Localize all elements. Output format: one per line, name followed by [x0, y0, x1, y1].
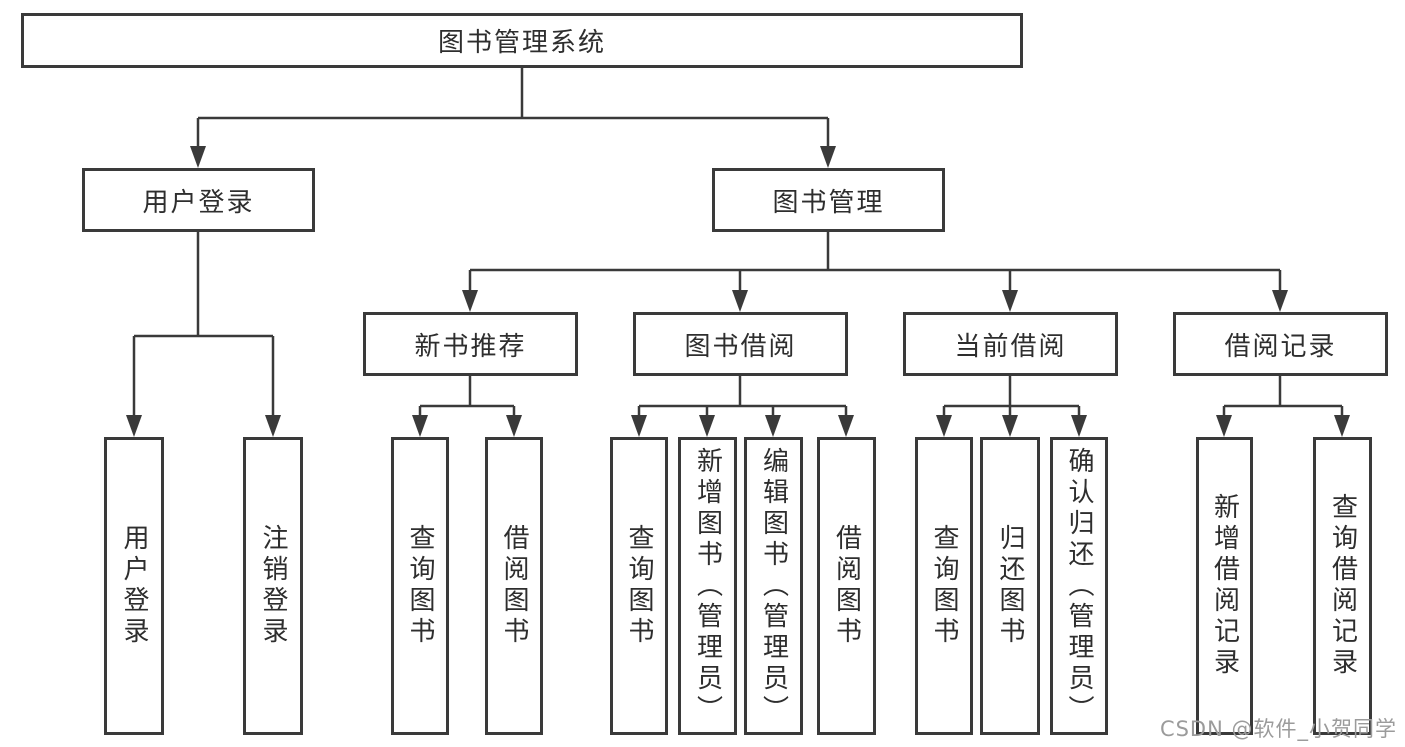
leaf-user-login: 用户登录: [104, 437, 164, 735]
csdn-watermark: CSDN @软件_小贺同学: [1159, 717, 1397, 741]
leaf-recommend-borrow-books: 借阅图书: [485, 437, 543, 735]
leaf-query-borrow-record: 查询借阅记录: [1313, 437, 1372, 735]
node-new-book-recommend: 新书推荐: [363, 312, 578, 376]
node-book-borrow: 图书借阅: [633, 312, 848, 376]
leaf-return-books: 归还图书: [980, 437, 1040, 735]
leaf-current-query-books: 查询图书: [915, 437, 973, 735]
node-book-management: 图书管理: [712, 168, 945, 232]
node-user-login: 用户登录: [82, 168, 315, 232]
connector-lines: [132, 68, 1344, 419]
node-borrow-records: 借阅记录: [1173, 312, 1388, 376]
leaf-logout: 注销登录: [243, 437, 303, 735]
leaf-add-borrow-record: 新增借阅记录: [1196, 437, 1253, 735]
leaf-borrow-query-books: 查询图书: [610, 437, 668, 735]
leaf-edit-books-admin: 编辑图书（管理员）: [744, 437, 803, 735]
leaf-confirm-return-admin: 确认归还（管理员）: [1050, 437, 1108, 735]
leaf-add-books-admin: 新增图书（管理员）: [678, 437, 737, 735]
node-current-borrow: 当前借阅: [903, 312, 1118, 376]
node-root-system: 图书管理系统: [21, 13, 1023, 68]
leaf-borrow-books: 借阅图书: [817, 437, 876, 735]
arrowhead-icons: [126, 146, 1350, 437]
leaf-recommend-query-books: 查询图书: [391, 437, 449, 735]
